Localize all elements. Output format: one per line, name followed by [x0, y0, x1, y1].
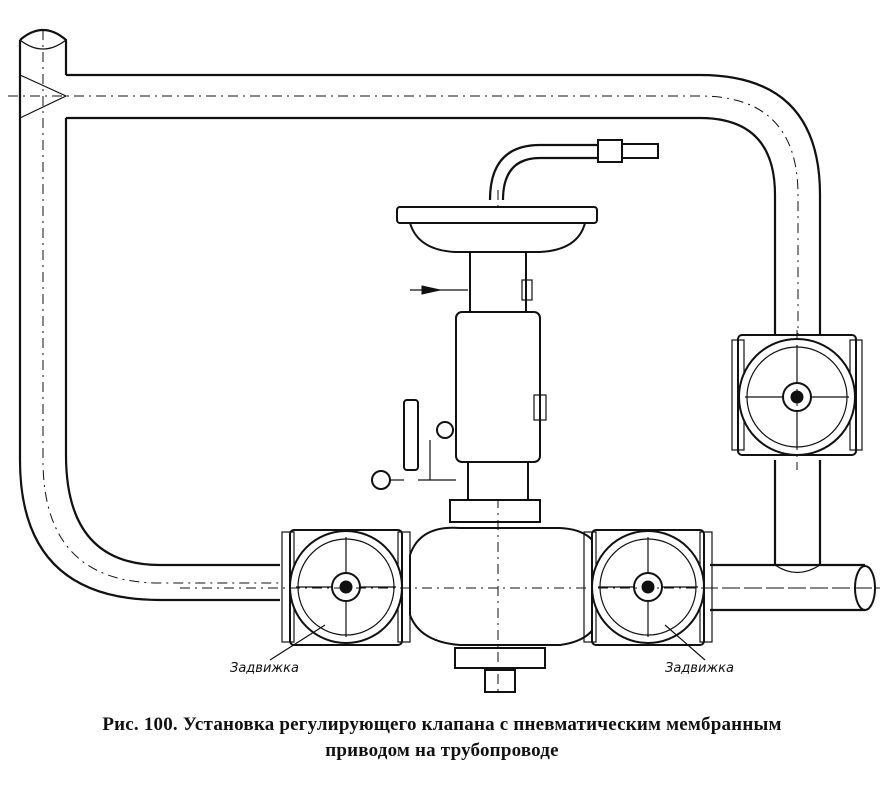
- bypass-pipe: [8, 73, 822, 335]
- caption-line-2: приводом на трубопроводе: [325, 740, 559, 761]
- air-supply-tube: [488, 139, 659, 201]
- actuator-yoke: [410, 249, 547, 501]
- right-valve-label: Задвижка: [665, 661, 734, 676]
- left-gate-valve: [269, 529, 411, 661]
- caption-line-1: Рис. 100. Установка регулирующего клапан…: [102, 714, 782, 735]
- pipeline-diagram: Задвижка Задвижка: [8, 28, 880, 695]
- positioner-fittings: [371, 399, 456, 490]
- left-riser-pipe: [18, 28, 280, 602]
- right-lower-riser: [773, 460, 822, 574]
- figure-caption: Рис. 100. Установка регулирующего клапан…: [0, 712, 884, 764]
- right-gate-valve: [583, 529, 713, 661]
- bypass-gate-valve: [731, 330, 863, 470]
- left-valve-label: Задвижка: [230, 661, 299, 676]
- diaphragm-head: [396, 206, 598, 253]
